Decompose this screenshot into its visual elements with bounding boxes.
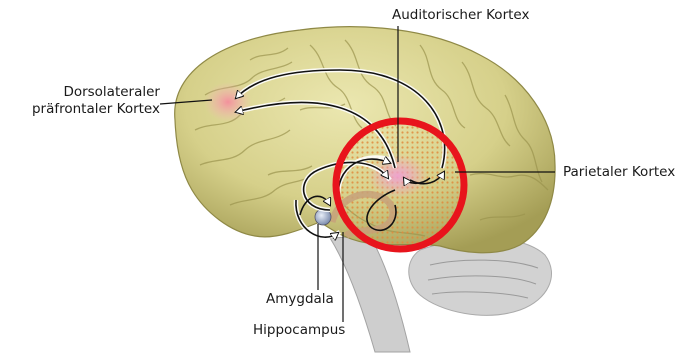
label-dorsolateral-line2: präfrontaler Kortex (20, 101, 160, 118)
label-hippocampus: Hippocampus (253, 322, 345, 339)
label-parietal-cortex: Parietaler Kortex (563, 164, 675, 181)
label-auditory-cortex: Auditorischer Kortex (392, 7, 529, 24)
label-dorsolateral-line1: Dorsolateraler (20, 84, 160, 101)
label-amygdala: Amygdala (266, 291, 334, 308)
label-dorsolateral-prefrontal-cortex: Dorsolateraler präfrontaler Kortex (20, 84, 160, 118)
